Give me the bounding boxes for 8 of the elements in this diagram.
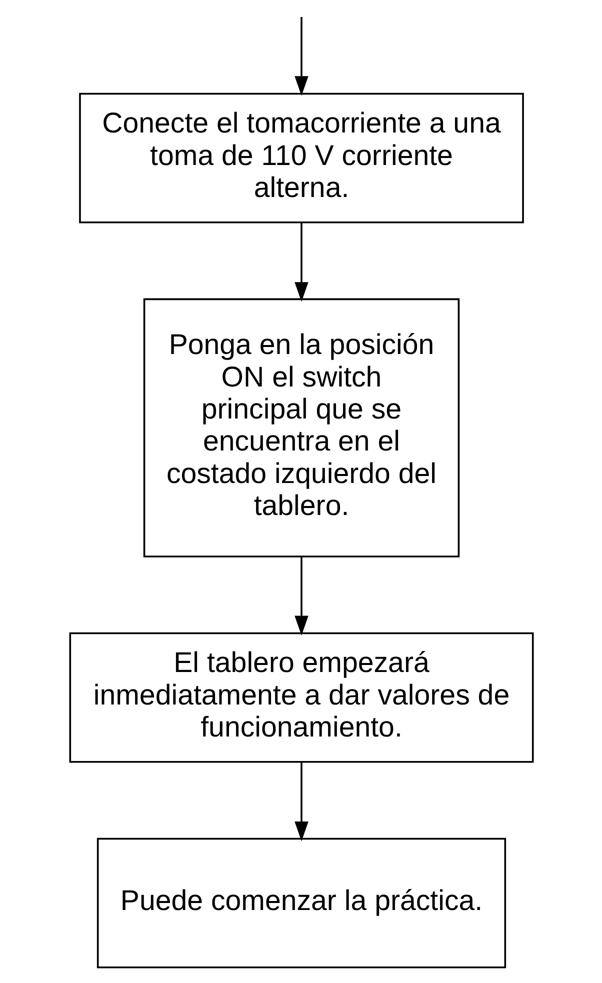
arrow [294, 17, 308, 96]
node-box: Puede comenzar la práctica. [96, 838, 506, 968]
node-box: Ponga en la posición ON el switch principal que se encuentra en el costado izquierdo del tablero. [142, 298, 460, 558]
node-box: El tablero empezará inmediatamente a dar valores de funcionamiento. [68, 632, 534, 763]
node-box: Conecte el tomacorriente a una toma de 110 V corriente alterna. [78, 92, 524, 224]
arrow [294, 762, 308, 842]
arrow [294, 222, 308, 302]
arrow [294, 556, 308, 636]
